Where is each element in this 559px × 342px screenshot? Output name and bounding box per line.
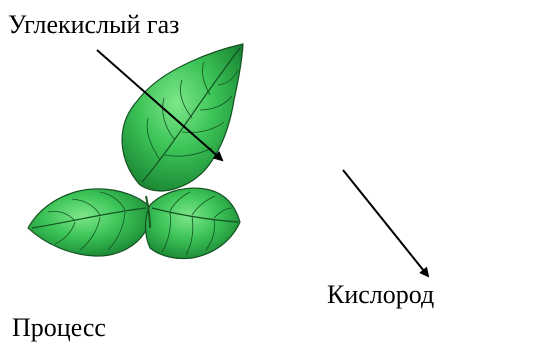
process-label: Процесс — [12, 313, 106, 342]
right-leaf — [144, 187, 241, 260]
leaf-stem — [145, 195, 151, 229]
co2-arrow — [96, 49, 224, 162]
co2-label: Углекислый газ — [8, 10, 180, 39]
oxygen-label: Кислород — [327, 280, 435, 309]
oxygen-arrow — [342, 169, 430, 278]
top-leaf — [121, 43, 244, 192]
left-leaf — [27, 188, 151, 257]
